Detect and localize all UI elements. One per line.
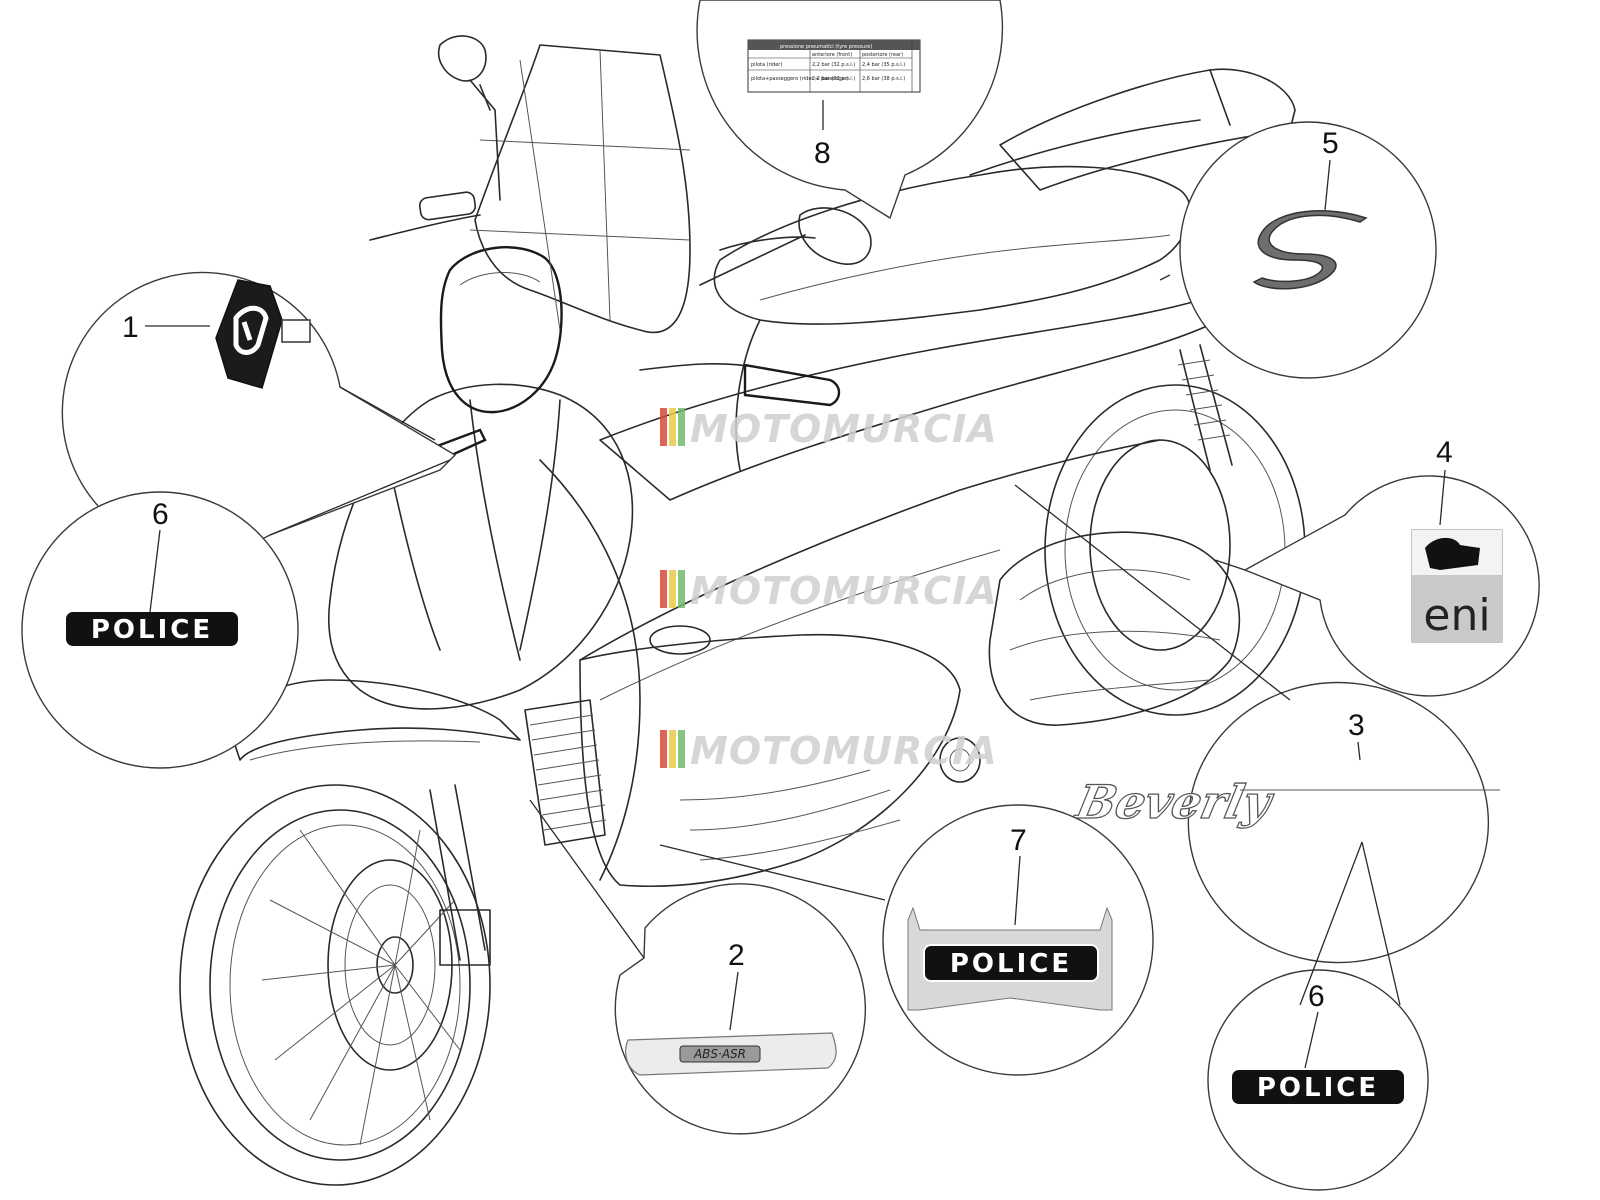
svg-text:2,6 bar (38 p.s.i.): 2,6 bar (38 p.s.i.)	[862, 76, 905, 82]
svg-text:ABS·ASR: ABS·ASR	[693, 1047, 746, 1061]
callout-8: pressione pneumatici (tyre pressure) ant…	[696, 0, 1004, 220]
callout-5: 5	[1179, 121, 1437, 379]
beverly-script: Beverly	[1070, 774, 1279, 828]
svg-text:posteriore (rear): posteriore (rear)	[862, 52, 903, 58]
callout-number: 7	[1010, 824, 1027, 857]
grip	[743, 363, 841, 407]
svg-text:pressione pneumatici (tyre p: pressione pneumatici (tyre pressure)	[780, 44, 872, 50]
front-wheel	[179, 784, 491, 1186]
callout-4: 4 eni	[1243, 436, 1540, 697]
callout-2: 2 ABS·ASR	[614, 883, 867, 1135]
svg-text:POLICE: POLICE	[1257, 1073, 1379, 1103]
callout-number: 3	[1348, 709, 1365, 742]
callout-number: 1	[122, 311, 139, 344]
svg-text:pilota+passeggero (rider + pas: pilota+passeggero (rider + passenger)	[751, 76, 849, 82]
headlight	[439, 246, 563, 414]
callout-7: 7 POLICE	[882, 804, 1154, 1076]
svg-text:pilota (rider): pilota (rider)	[751, 62, 782, 68]
mirror-left	[438, 35, 487, 82]
svg-text:2,2 bar (32 p.s.i.): 2,2 bar (32 p.s.i.)	[812, 62, 855, 68]
front-shield	[327, 383, 634, 710]
watermark-middle: MOTOMURCIA	[660, 569, 998, 613]
svg-text:2,2 bar (32 p.s.i.): 2,2 bar (32 p.s.i.)	[812, 76, 855, 82]
svg-text:anteriore (front): anteriore (front)	[812, 52, 852, 58]
side-panel	[599, 299, 1221, 501]
svg-text:POLICE: POLICE	[950, 949, 1072, 979]
mirror-right	[798, 207, 872, 265]
callout-number: 8	[814, 137, 831, 170]
seat	[713, 165, 1192, 325]
rear-body	[999, 68, 1296, 191]
piaggio-badge	[215, 279, 311, 389]
front-fender	[229, 679, 521, 761]
s-emblem	[1252, 210, 1368, 290]
svg-text:eni: eni	[1423, 590, 1490, 641]
watermark-bottom: MOTOMURCIA	[660, 729, 998, 773]
police-decal: POLICE	[1232, 1070, 1404, 1104]
engine	[988, 531, 1241, 726]
callout-number: 5	[1322, 127, 1339, 160]
windshield	[474, 44, 691, 334]
callout-number: 4	[1436, 436, 1453, 469]
watermark-text: MOTOMURCIA	[690, 569, 998, 613]
eni-decal: eni	[1411, 529, 1503, 643]
callout-1: 1	[61, 271, 457, 554]
watermark-top: MOTOMURCIA	[660, 407, 998, 451]
callout-number: 6	[152, 498, 169, 531]
tyre-pressure-label: pressione pneumatici (tyre pressure) ant…	[747, 39, 921, 93]
police-shield-decal: POLICE	[907, 906, 1113, 1011]
svg-text:2,4 bar (35 p.s.i.): 2,4 bar (35 p.s.i.)	[862, 62, 905, 68]
abs-asr-plate: ABS·ASR	[625, 1032, 837, 1076]
callout-number: 2	[728, 939, 745, 972]
callout-3: 3 Beverly	[1069, 681, 1500, 964]
leader-lines	[269, 274, 1401, 1006]
callout-6-left: 6 POLICE	[21, 491, 299, 769]
scooter-drawing	[179, 35, 1306, 1186]
svg-text:POLICE: POLICE	[91, 615, 213, 645]
police-decal: POLICE	[66, 612, 238, 646]
watermark-text: MOTOMURCIA	[690, 729, 998, 773]
callout-6-right: 6 POLICE	[1207, 969, 1429, 1191]
watermark-text: MOTOMURCIA	[690, 407, 998, 451]
rear-wheel	[1044, 384, 1306, 716]
callout-number: 6	[1308, 980, 1325, 1013]
